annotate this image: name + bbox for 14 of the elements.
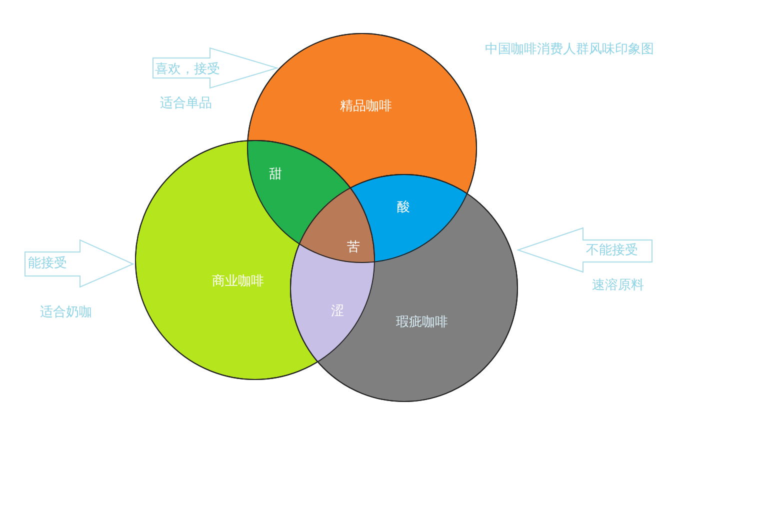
note-text: 适合单品 <box>160 96 212 112</box>
note-text: 适合奶咖 <box>40 305 92 321</box>
region-label: 酸 <box>397 200 410 216</box>
arrow-label: 不能接受 <box>586 243 638 259</box>
region-label: 苦 <box>347 240 360 256</box>
circle-label: 商业咖啡 <box>212 274 264 290</box>
circle-label: 精品咖啡 <box>340 99 392 115</box>
diagram-title: 中国咖啡消费人群风味印象图 <box>485 42 654 58</box>
note-text: 速溶原料 <box>592 278 644 294</box>
region-label: 涩 <box>331 304 344 320</box>
arrow-label: 喜欢，接受 <box>155 62 220 78</box>
region-label: 甜 <box>269 167 282 183</box>
arrow-label: 能接受 <box>28 256 67 272</box>
circle-label: 瑕疵咖啡 <box>396 315 448 331</box>
